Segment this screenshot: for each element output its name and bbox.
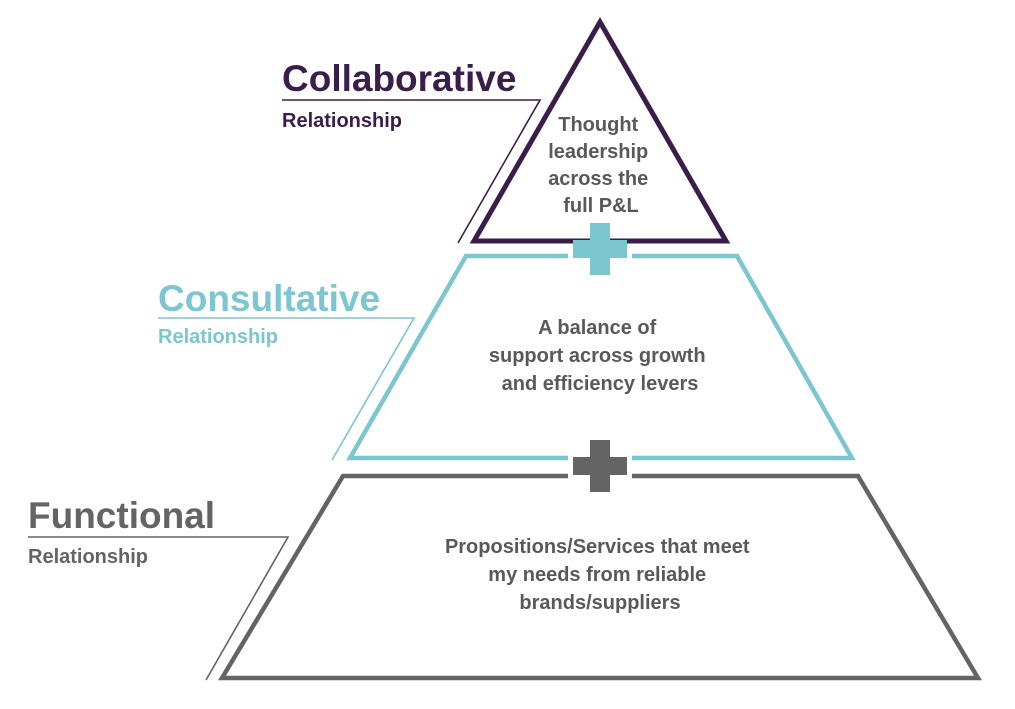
tier-consultative-description-line: support across growth xyxy=(489,345,706,367)
tier-functional-description: Propositions/Services that meet my needs… xyxy=(445,536,755,614)
tier-collaborative-subtitle: Relationship xyxy=(282,110,402,132)
tier-functional: Functional Relationship Propositions/Ser… xyxy=(28,473,982,681)
tier-functional-description-line: my needs from reliable xyxy=(488,564,706,586)
tier-consultative: Consultative Relationship A balance of s… xyxy=(158,253,856,461)
plus-connector-functional xyxy=(573,440,627,492)
tier-collaborative-description-line: leadership xyxy=(548,141,648,163)
tier-consultative-description: A balance of support across growth and e… xyxy=(489,317,711,395)
tier-functional-shape xyxy=(218,473,982,681)
tier-collaborative-leader-line xyxy=(282,99,542,244)
tier-consultative-subtitle: Relationship xyxy=(158,326,278,348)
tier-consultative-leader-line xyxy=(158,317,416,461)
tier-functional-description-line: Propositions/Services that meet xyxy=(445,536,750,558)
tier-functional-description-line: brands/suppliers xyxy=(519,592,680,614)
tier-collaborative: Collaborative Relationship Thought leade… xyxy=(282,16,731,244)
tier-collaborative-description-line: across the xyxy=(548,168,648,190)
tier-functional-title: Functional xyxy=(28,495,215,536)
tier-consultative-shape xyxy=(346,253,568,461)
tier-functional-leader-line xyxy=(28,536,290,681)
tier-functional-subtitle: Relationship xyxy=(28,546,148,568)
plus-icon-horizontal xyxy=(573,457,627,475)
tier-collaborative-description: Thought leadership across the full P&L xyxy=(548,114,654,217)
tier-consultative-description-line: A balance of xyxy=(538,317,657,339)
tier-collaborative-description-line: Thought xyxy=(558,114,638,136)
plus-icon-horizontal xyxy=(573,240,627,258)
tier-consultative-title: Consultative xyxy=(158,278,380,319)
tier-collaborative-title: Collaborative xyxy=(282,58,516,99)
tier-consultative-description-line: and efficiency levers xyxy=(502,373,699,395)
tier-collaborative-description-line: full P&L xyxy=(563,195,639,217)
tier-consultative-shape-right xyxy=(632,253,856,461)
plus-connector-consultative xyxy=(573,223,627,275)
